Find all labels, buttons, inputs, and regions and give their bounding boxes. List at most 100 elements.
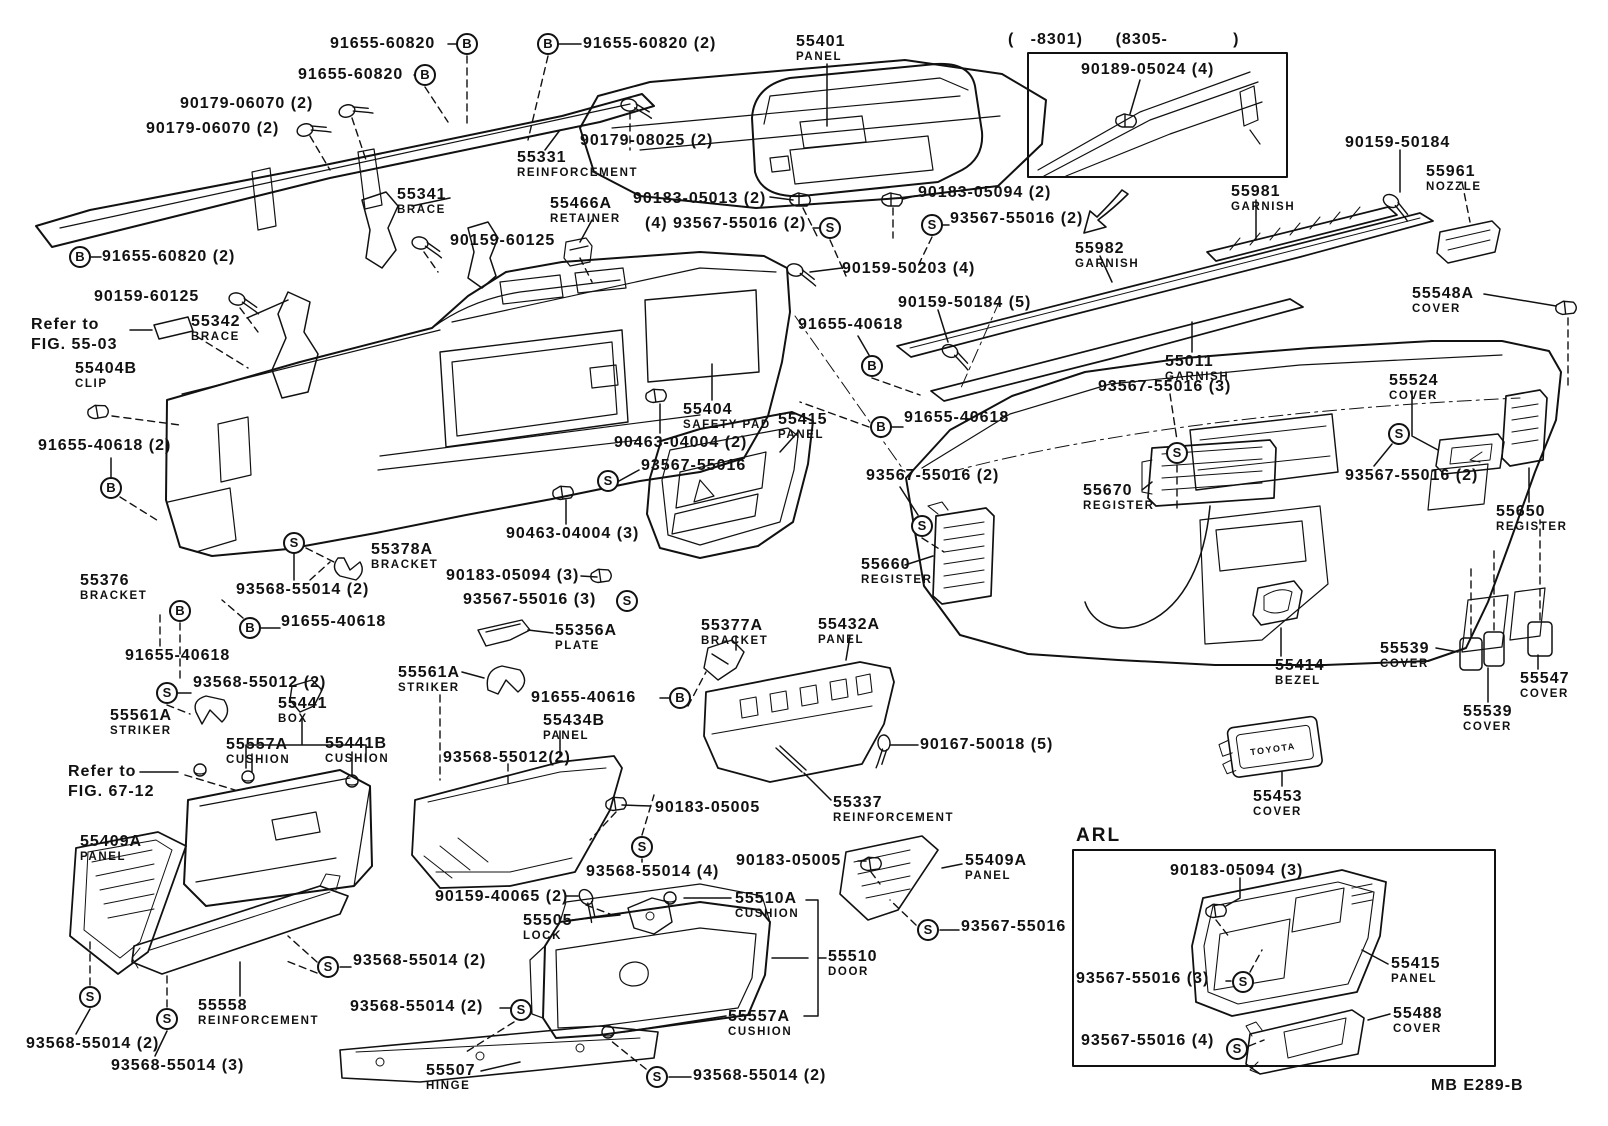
part-label: 90179-06070 (2) — [180, 96, 313, 112]
part-label: 93568-55014 (2) — [350, 999, 483, 1015]
callout-b-circle: B — [669, 687, 691, 709]
part-label: ( -8301) (8305- ) — [1008, 32, 1240, 48]
sketch-55434b-panel — [412, 756, 622, 888]
part-name: COVER — [1389, 390, 1438, 402]
sketch-glove-box — [184, 770, 372, 906]
sketch-55337-rod — [776, 746, 806, 772]
part-number: Refer to — [31, 316, 100, 333]
part-name: CUSHION — [735, 908, 800, 920]
part-number: 91655-40618 — [904, 409, 1010, 426]
callout-s-circle: S — [283, 532, 305, 554]
part-number: 91655-40616 — [531, 689, 637, 706]
part-number: 93568-55014 (4) — [586, 863, 720, 880]
part-name: PANEL — [796, 51, 843, 63]
callout-s-circle: S — [616, 590, 638, 612]
part-name: BRACKET — [80, 590, 148, 602]
part-name: COVER — [1463, 721, 1512, 733]
part-name: REGISTER — [1496, 521, 1568, 533]
part-number: 55981 — [1231, 183, 1281, 200]
callout-b-circle: B — [861, 355, 883, 377]
part-number: 55341 — [397, 186, 447, 203]
part-number: 90179-08025 (2) — [580, 132, 714, 149]
part-number: 90183-05005 — [736, 852, 842, 869]
sketch-55409a-right — [840, 836, 938, 920]
part-number: 90159-50203 (4) — [842, 260, 976, 277]
sketch-glove-door — [530, 884, 770, 1038]
part-name: COVER — [1412, 303, 1461, 315]
part-number: 93567-55016 — [961, 918, 1067, 935]
part-label: 91655-60820 — [298, 67, 403, 83]
part-name: STRIKER — [398, 682, 460, 694]
part-name: BRACKET — [371, 559, 439, 571]
callout-s-circle: S — [1226, 1038, 1248, 1060]
part-number: 93567-55016 (3) — [1076, 970, 1210, 987]
callout-b-circle: B — [69, 246, 91, 268]
part-label: 93567-55016 (2) — [866, 468, 999, 484]
part-number: 55982 — [1075, 240, 1125, 257]
part-name: GARNISH — [1075, 258, 1140, 270]
part-number: FIG. 67-12 — [68, 783, 155, 800]
part-name: REGISTER — [861, 574, 933, 586]
part-number: 55432A — [818, 616, 881, 633]
callout-b-circle: B — [239, 617, 261, 639]
part-name: PANEL — [778, 429, 825, 441]
part-label: 90159-60125 — [450, 233, 555, 249]
part-label: 93567-55016 (3) — [1076, 971, 1209, 987]
part-name: CLIP — [75, 378, 108, 390]
part-number: Refer to — [68, 763, 137, 780]
part-number: 55409A — [965, 852, 1028, 869]
part-number: 55453 — [1253, 788, 1303, 805]
part-number: 55409A — [80, 833, 143, 850]
part-name: CUSHION — [728, 1026, 793, 1038]
part-number: 93567-55016 (3) — [463, 591, 597, 608]
part-number: 91655-60820 — [330, 35, 436, 52]
part-number: 93568-55014 (2) — [353, 952, 487, 969]
sketch-inset-8301 — [1028, 53, 1287, 177]
direction-arrow — [1084, 190, 1128, 233]
callout-b-circle: B — [870, 416, 892, 438]
part-name: PANEL — [965, 870, 1012, 882]
sketch-55409a-left — [70, 832, 186, 974]
part-number: 91655-60820 (2) — [583, 35, 717, 52]
sketch-small-brackets — [195, 558, 744, 724]
part-label: 93568-55014 (4) — [586, 864, 719, 880]
part-label: 91655-40618 — [904, 410, 1009, 426]
part-name: COVER — [1520, 688, 1569, 700]
part-number: 93567-55016 (4) — [1081, 1032, 1215, 1049]
part-number: 93568-55014 (2) — [693, 1067, 827, 1084]
callout-s-circle: S — [156, 682, 178, 704]
part-number: 91655-40618 — [281, 613, 387, 630]
callout-s-circle: S — [597, 470, 619, 492]
part-number: ARL — [1076, 825, 1122, 846]
part-number: 55377A — [701, 617, 764, 634]
part-number: 55404B — [75, 360, 138, 377]
part-number: 93567-55016 (2) — [866, 467, 1000, 484]
part-label: 91655-40618 — [798, 317, 903, 333]
callout-b-circle: B — [414, 64, 436, 86]
part-label: 93567-55016 — [641, 458, 746, 474]
part-number: 93568-55014 (2) — [236, 581, 370, 598]
part-label: 90183-05094 (3) — [446, 568, 579, 584]
part-number: 90179-06070 (2) — [146, 120, 280, 137]
part-label: 90159-60125 — [94, 289, 199, 305]
part-number: 90189-05024 (4) — [1081, 61, 1215, 78]
part-name: SAFETY PAD — [683, 419, 771, 431]
callout-s-circle: S — [317, 956, 339, 978]
part-name: REGISTER — [1083, 500, 1155, 512]
sketch-braces — [154, 192, 498, 398]
part-label: 90179-06070 (2) — [146, 121, 279, 137]
